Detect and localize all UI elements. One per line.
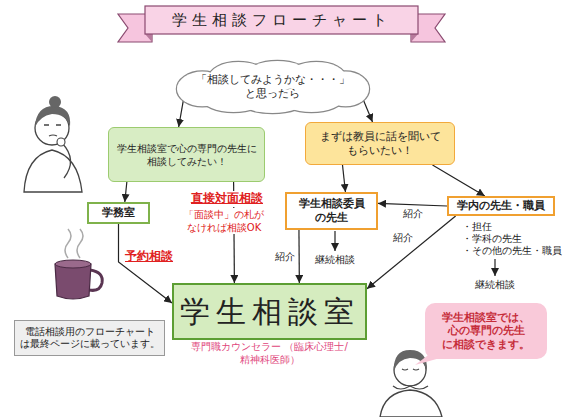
flow-arrow xyxy=(367,216,456,289)
ribbon-fold xyxy=(145,34,152,42)
edge-label: 紹介 xyxy=(272,251,298,263)
note-box: 電話相談用のフローチャート は最終ページに載っています。 xyxy=(14,320,165,356)
flow-arrow xyxy=(125,182,127,202)
choice-box: まずは教員に話を聞いて もらいたい！ xyxy=(305,122,455,165)
edge-label: 紹介 xyxy=(397,208,429,220)
steam xyxy=(65,229,71,258)
node-text: 学生相談室では、 心の専門の先生 に相談できます。 xyxy=(429,311,543,352)
note-label: 「面談中」の札が なければ相談OK xyxy=(178,208,270,234)
node-text: 学務室 xyxy=(102,206,135,220)
steam xyxy=(77,229,83,258)
process-box: 学内の先生・職員 xyxy=(447,196,555,216)
short-arrow xyxy=(494,259,495,276)
note-label: ・担任 xyxy=(462,221,562,233)
note-label: ・学科の先生 xyxy=(462,233,562,245)
process-box: 学生相談委員 の先生 xyxy=(285,192,378,230)
woman-arm xyxy=(62,143,71,178)
flow-arrow xyxy=(298,230,300,283)
node-text: 学生相談室 xyxy=(180,292,360,331)
node-text: 学生相談委員 の先生 xyxy=(291,197,372,224)
woman-eyes xyxy=(44,124,61,125)
node-subtext: 専門職カウンセラー （臨床心理士/精神科医師） xyxy=(174,340,365,366)
edge-label: 予約相談 xyxy=(123,249,175,265)
process-box: 学務室 xyxy=(87,202,150,224)
node-text: まずは教員に話を聞いて もらいたい！ xyxy=(310,130,450,157)
woman-body xyxy=(24,150,82,192)
flow-arrow xyxy=(378,203,447,206)
ribbon-body xyxy=(145,6,418,34)
ribbon-fold xyxy=(411,34,418,42)
destination-box: 学生相談室専門職カウンセラー （臨床心理士/精神科医師） xyxy=(172,283,367,340)
node-text: 電話相談用のフローチャート は最終ページに載っています。 xyxy=(19,326,160,351)
cup-body xyxy=(55,264,91,299)
choice-box: 学生相談室で心の専門の先生に 相談してみたい！ xyxy=(108,127,265,182)
woman-hand xyxy=(57,138,65,146)
node-text: 学内の先生・職員 xyxy=(457,199,545,213)
woman-hair xyxy=(35,106,70,127)
note-label: 継続相談 xyxy=(470,279,520,291)
speech-bubble: 学生相談室では、 心の専門の先生 に相談できます。 xyxy=(425,303,547,359)
flow-arrow xyxy=(343,165,346,192)
note-label: ・その他の先生・職員 xyxy=(462,245,562,257)
note-label: 継続相談 xyxy=(312,254,358,266)
edge-label: 紹介 xyxy=(388,232,418,244)
woman-eyes xyxy=(402,369,419,370)
edge-label: 直接対面相談 xyxy=(182,191,272,207)
bubble-body xyxy=(425,303,547,359)
title-text: 学生相談フローチャート xyxy=(145,6,418,34)
node-text: 「相談してみようかな・・・」 と思ったら xyxy=(179,73,366,102)
woman-hair-bun xyxy=(49,96,61,108)
woman-body xyxy=(380,390,442,417)
woman-mouth xyxy=(49,135,57,136)
thought-cloud: 「相談してみようかな・・・」 と思ったら xyxy=(175,60,370,114)
woman-hands xyxy=(393,386,428,389)
short-arrow xyxy=(334,231,335,251)
flow-arrow xyxy=(433,165,485,196)
node-text: 学生相談室で心の専門の先生に 相談してみたい！ xyxy=(113,142,260,168)
cup-rim xyxy=(55,260,91,268)
